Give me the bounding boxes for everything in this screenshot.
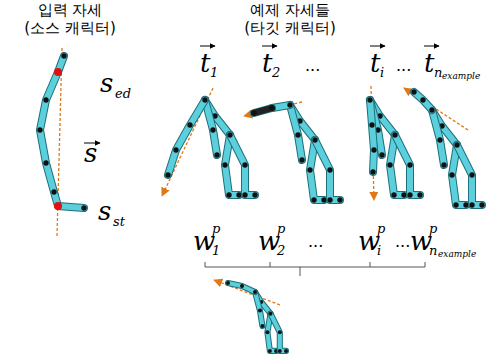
math-index: p (212, 222, 220, 235)
math-symbol: s (100, 70, 113, 96)
math-index: example (442, 72, 480, 81)
math-symbol: s (84, 140, 97, 166)
math-index: n (429, 244, 437, 257)
source-pose (37, 48, 86, 236)
math-symbol: w (258, 228, 280, 254)
math-index: p (277, 222, 285, 235)
target-pose (165, 97, 257, 197)
math-index: p (429, 222, 437, 235)
target-pose (251, 102, 342, 202)
panel-heading: 예제 자세들 (250, 3, 330, 18)
ellipsis: ... (396, 58, 411, 74)
math-symbol: t (370, 50, 380, 76)
math-index: 1 (212, 244, 220, 257)
target-pose (411, 89, 484, 207)
ellipsis: ... (395, 234, 410, 250)
ellipsis: ... (308, 234, 323, 250)
math-index: 2 (277, 244, 285, 257)
math-symbol: t (262, 50, 272, 76)
math-symbol: w (193, 228, 215, 254)
math-index: n (434, 66, 442, 79)
math-symbol: t (200, 50, 210, 76)
math-index: 1 (210, 66, 218, 79)
math-symbol: w (358, 228, 380, 254)
target-pose (226, 281, 288, 353)
math-index: st (113, 215, 125, 228)
math-index: i (377, 244, 381, 257)
panel-heading: (타깃 캐릭터) (244, 21, 335, 36)
panel-heading: 입력 자세 (38, 3, 103, 18)
panel-heading: (소스 캐릭터) (24, 21, 115, 36)
math-symbol: w (410, 228, 432, 254)
math-index: example (438, 250, 476, 259)
math-index: ed (115, 87, 131, 100)
math-symbol: t (424, 50, 434, 76)
math-index: 2 (272, 66, 280, 79)
target-pose (367, 97, 422, 197)
vector-arrows (84, 46, 439, 143)
math-index: i (380, 66, 384, 79)
weight-bracket (205, 262, 425, 276)
math-symbol: s (98, 198, 111, 224)
math-index: p (377, 222, 385, 235)
ellipsis: ... (305, 58, 320, 74)
